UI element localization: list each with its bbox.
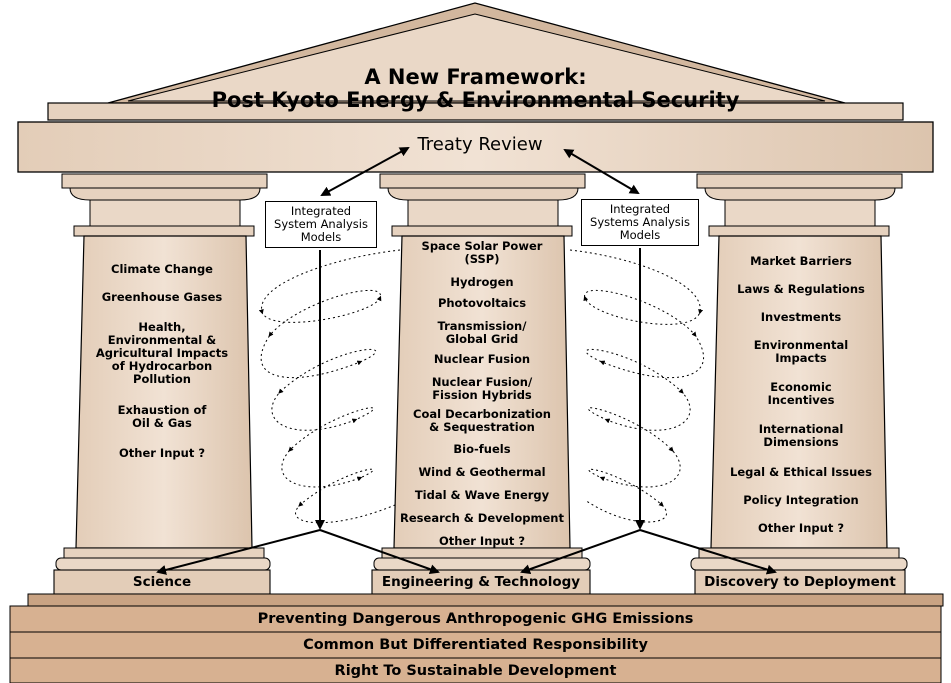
engineering-item: Other Input ? (439, 534, 525, 548)
engineering-item: Tidal & Wave Energy (414, 488, 550, 502)
arrow-right-to-deployment (639, 529, 777, 575)
foundation-line-1: Preventing Dangerous Anthropogenic GHG E… (257, 611, 694, 627)
models-left-line-1: Integrated (290, 203, 352, 218)
roof-pediment (47, 2, 904, 121)
engineering-item: Wind & Geothermal (418, 465, 546, 479)
models-box-right: Integrated Systems Analysis Models (581, 199, 699, 246)
deployment-item: Investments (760, 310, 842, 324)
arrow-treaty-right (563, 148, 640, 195)
deployment-item: Environmental Impacts (753, 338, 849, 365)
arrow-right-to-engineering (520, 529, 641, 575)
pillar-deployment (690, 173, 908, 595)
arrow-treaty-left (320, 147, 410, 196)
models-right-line-2: Systems Analysis (590, 214, 690, 229)
deployment-item: Other Input ? (758, 521, 844, 535)
engineering-item: Coal Decarbonization & Sequestration (413, 407, 551, 434)
deployment-item: Economic Incentives (767, 380, 835, 407)
science-label: Science (132, 574, 192, 590)
deployment-item: Policy Integration (743, 493, 859, 507)
deployment-item: Market Barriers (750, 254, 852, 268)
science-item: Other Input ? (119, 446, 205, 460)
spiral-left (258, 249, 401, 524)
engineering-item: Transmission/ Global Grid (437, 319, 527, 346)
engineering-item: Nuclear Fusion (433, 352, 531, 366)
page-title-line-1: A New Framework: (364, 65, 587, 89)
foundation-line-3: Right To Sustainable Development (334, 663, 617, 679)
science-item: Health, Environmental & Agricultural Imp… (95, 320, 229, 386)
science-item: Exhaustion of Oil & Gas (117, 403, 207, 430)
treaty-review-label: Treaty Review (417, 134, 543, 155)
pillar-science (53, 173, 271, 595)
deployment-item: Laws & Regulations (737, 282, 865, 296)
engineering-item: Research & Development (400, 511, 564, 525)
engineering-item: Photovoltaics (437, 296, 527, 310)
foundation (9, 593, 944, 683)
engineering-item: Nuclear Fusion/ Fission Hybrids (431, 375, 533, 402)
science-item: Climate Change (111, 262, 213, 276)
page-title-line-2: Post Kyoto Energy & Environmental Securi… (211, 88, 740, 112)
engineering-item: Space Solar Power (SSP) (421, 239, 543, 266)
foundation-line-2: Common But Differentiated Responsibility (303, 637, 648, 653)
models-right-line-1: Integrated (609, 201, 671, 216)
arrow-left-to-engineering (319, 529, 440, 575)
engineering-label: Engineering & Technology (381, 574, 581, 590)
models-right-line-3: Models (619, 228, 661, 243)
pillar-engineering (371, 173, 591, 595)
deployment-item: International Dimensions (758, 422, 844, 449)
engineering-item: Hydrogen (450, 275, 514, 289)
feedback-spirals (258, 249, 704, 524)
deployment-item: Legal & Ethical Issues (730, 465, 872, 479)
models-box-left: Integrated System Analysis Models (265, 201, 377, 248)
entablature (17, 121, 934, 173)
arrow-left-to-science (156, 529, 321, 575)
models-left-line-3: Models (300, 230, 342, 245)
science-item: Greenhouse Gases (101, 290, 223, 304)
deployment-label: Discovery to Deployment (704, 574, 896, 590)
spiral-right (569, 249, 704, 523)
models-left-line-2: System Analysis (274, 216, 368, 231)
engineering-item: Bio-fuels (453, 442, 511, 456)
